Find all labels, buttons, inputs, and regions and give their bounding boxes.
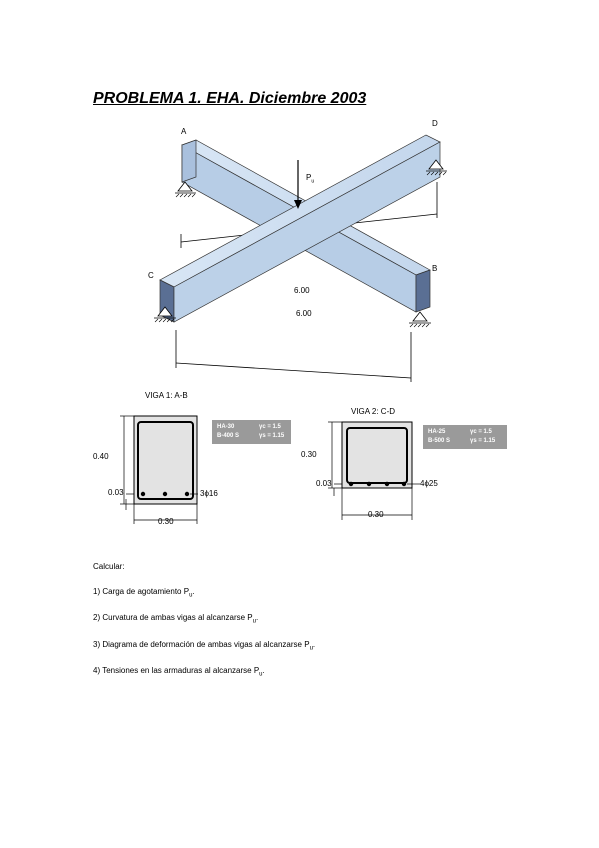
beam-grid-figure [154, 134, 447, 382]
support-d [426, 159, 447, 176]
beam-c-d [159, 134, 441, 323]
beam2-height: 0.30 [301, 450, 317, 459]
question-1: 1) Carga de agotamiento Pu. [93, 587, 195, 599]
point-d-label: D [432, 119, 438, 128]
support-a [175, 181, 196, 198]
point-a-label: A [181, 127, 187, 136]
support-c [154, 306, 176, 323]
beam1-rebar: 3ϕ16 [200, 489, 218, 498]
point-b-label: B [432, 264, 438, 273]
question-3: 3) Diagrama de deformación de ambas viga… [93, 640, 316, 652]
dimension-line-cd [175, 330, 412, 382]
dimension-ab-label: 6.00 [294, 286, 310, 295]
beam2-cover: 0.03 [316, 479, 332, 488]
beam2-caption: VIGA 2: C-D [351, 407, 396, 416]
beam1-width: 0.30 [158, 517, 174, 526]
beam2-rebar: 4ϕ25 [420, 479, 438, 488]
load-arrow [294, 160, 302, 209]
beam1-height: 0.40 [93, 452, 109, 461]
point-c-label: C [148, 271, 154, 280]
calcular-heading: Calcular: [93, 562, 125, 571]
question-4: 4) Tensiones en las armaduras al alcanza… [93, 666, 265, 678]
beam2-width: 0.30 [368, 510, 384, 519]
question-2: 2) Curvatura de ambas vigas al alcanzars… [93, 613, 259, 625]
beam1-caption: VIGA 1: A-B [145, 391, 188, 400]
load-label: Pu [306, 173, 315, 185]
beam1-cover: 0.03 [108, 488, 124, 497]
support-b [409, 311, 431, 328]
dimension-cd-label: 6.00 [296, 309, 312, 318]
page-title: PROBLEMA 1. EHA. Diciembre 2003 [93, 90, 367, 107]
